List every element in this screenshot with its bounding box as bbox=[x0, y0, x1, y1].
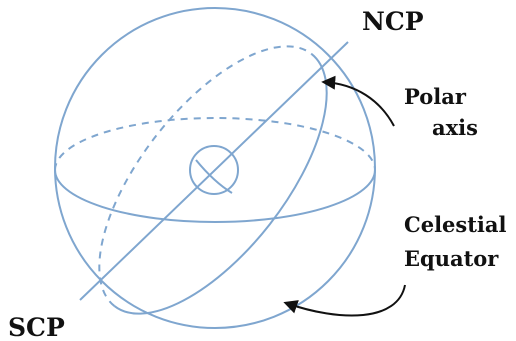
horizon-ellipse-back bbox=[54, 117, 376, 171]
celestial-equator-back bbox=[98, 45, 313, 307]
polar-axis-line bbox=[79, 41, 349, 301]
polar-axis-label-line1: Polar bbox=[404, 84, 467, 109]
scp-label: SCP bbox=[8, 313, 65, 341]
celestial-equator-pointer-arrow bbox=[283, 284, 406, 317]
horizon-ellipse-front bbox=[54, 169, 376, 223]
polar-axis-label-line2: axis bbox=[432, 115, 478, 140]
celestial-equator-label-line1: Celestial bbox=[404, 212, 507, 237]
ncp-label: NCP bbox=[362, 7, 424, 36]
polar-axis-pointer-arrow bbox=[321, 75, 395, 127]
celestial-equator-front bbox=[113, 53, 328, 315]
earth-equator-line bbox=[195, 159, 233, 194]
celestial-equator-label-line2: Equator bbox=[404, 246, 499, 271]
earth-circle bbox=[189, 145, 239, 195]
